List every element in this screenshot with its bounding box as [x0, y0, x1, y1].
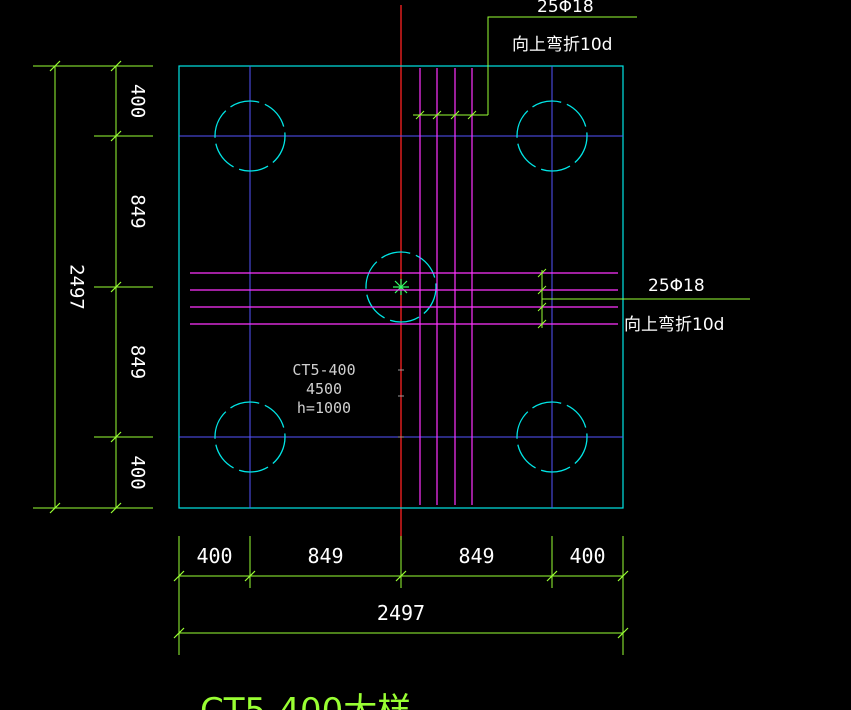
left-dimensions: 400 849 849 400 2497	[33, 60, 153, 514]
vertical-bundle-spec: 25Φ18	[537, 0, 594, 17]
left-dimension-label: 849	[127, 345, 149, 379]
horizontal-bundle-note: 向上弯折10d	[624, 315, 724, 335]
pile-circle	[365, 251, 437, 323]
center-mark	[393, 279, 409, 295]
pile-circle	[516, 401, 588, 473]
horizontal-bundle-spec: 25Φ18	[648, 276, 705, 296]
pile-cap-outline	[178, 65, 624, 509]
bottom-dimension-label: 400	[196, 544, 232, 568]
pile-cap-label-line: h=1000	[297, 399, 351, 417]
bottom-total-dimension: 2497	[377, 601, 425, 625]
leader-horizontal-bundle	[537, 268, 750, 329]
left-dimension-label: 400	[127, 84, 149, 118]
bottom-dimension-label: 400	[569, 544, 605, 568]
drawing-title: CT5-400大样	[200, 691, 411, 710]
piles	[214, 100, 588, 473]
pile-circle	[516, 100, 588, 172]
vertical-bundle-note: 向上弯折10d	[512, 35, 612, 55]
leader-vertical-bundle	[413, 16, 637, 120]
left-dimension-label: 849	[127, 194, 149, 228]
bottom-dimension-label: 849	[307, 544, 343, 568]
left-total-dimension: 2497	[66, 264, 88, 310]
pile-circle	[214, 100, 286, 172]
bottom-dimensions: 400 849 849 400 2497	[173, 536, 629, 655]
pile-circle	[214, 401, 286, 473]
left-dimension-label: 400	[127, 455, 149, 489]
rebar-horizontal-bundle	[190, 272, 618, 325]
pile-cap-label-line: 4500	[306, 380, 342, 398]
pile-cap-label-line: CT5-400	[292, 361, 355, 379]
rebar-ticks	[398, 369, 404, 438]
rebar-vertical-bundle	[419, 68, 473, 505]
bottom-dimension-label: 849	[458, 544, 494, 568]
